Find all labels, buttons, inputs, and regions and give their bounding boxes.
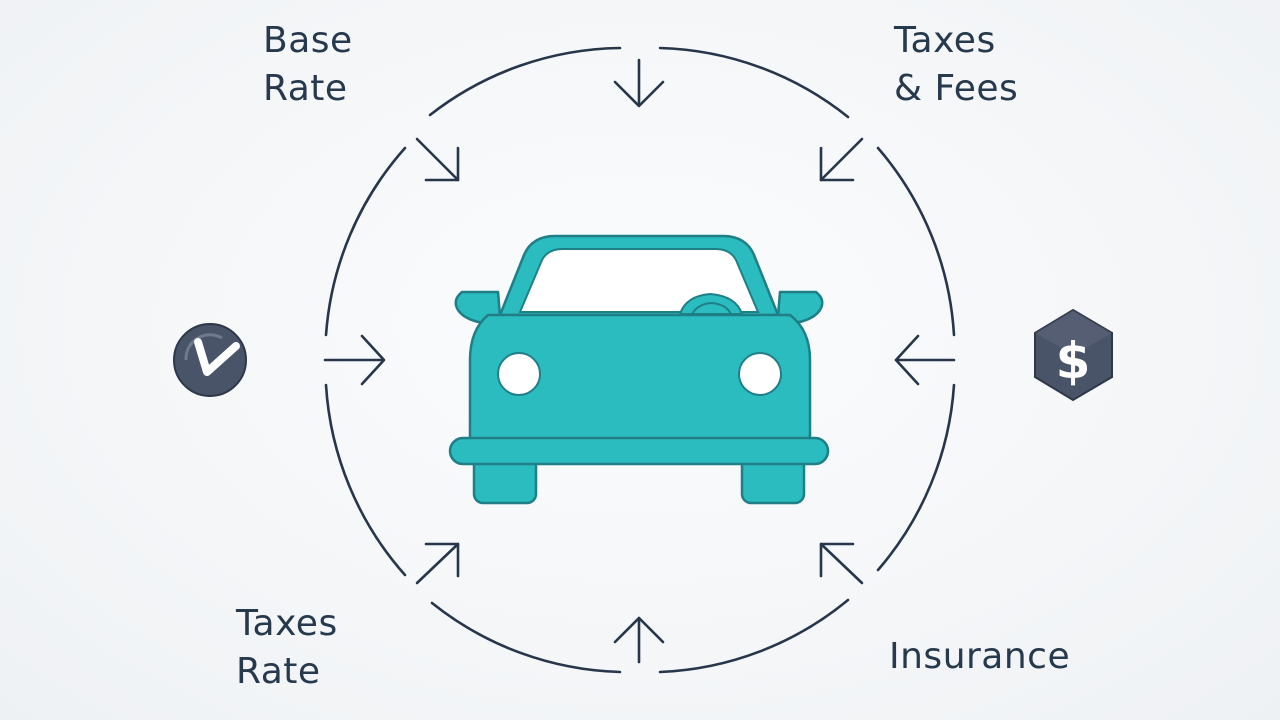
arrow-right bbox=[894, 334, 956, 386]
svg-text:$: $ bbox=[1056, 332, 1091, 390]
clock-check-icon bbox=[173, 323, 247, 397]
label-insurance: Insurance bbox=[889, 633, 1070, 681]
label-taxes-rate-line2: Rate bbox=[236, 651, 321, 692]
arrow-top bbox=[613, 58, 665, 108]
outer-ring bbox=[324, 46, 956, 674]
label-base-rate-line1: Base bbox=[263, 20, 353, 61]
arrow-bottom bbox=[613, 616, 665, 664]
arrow-bottom-left bbox=[415, 542, 460, 585]
label-taxes-rate: Taxes Rate bbox=[236, 600, 338, 696]
label-base-rate-line2: Rate bbox=[263, 68, 348, 109]
arrows bbox=[323, 58, 956, 664]
label-taxes-fees: Taxes & Fees bbox=[894, 17, 1018, 113]
label-taxes-fees-line2: & Fees bbox=[894, 68, 1019, 109]
label-base-rate: Base Rate bbox=[263, 17, 353, 113]
dollar-hexagon-icon: $ bbox=[1034, 308, 1113, 402]
car-icon bbox=[448, 234, 830, 505]
label-taxes-fees-line1: Taxes bbox=[894, 20, 996, 61]
ring-arc-upper-left bbox=[324, 146, 407, 337]
ring-arc-top-right bbox=[658, 46, 850, 119]
ring-arc-lower-left bbox=[324, 383, 407, 577]
arrow-bottom-right bbox=[819, 542, 864, 585]
arrow-top-right bbox=[819, 137, 864, 182]
arrow-top-left bbox=[415, 137, 460, 182]
ring-arc-bottom-right bbox=[658, 598, 850, 674]
ring-arc-bottom-left bbox=[430, 601, 622, 674]
ring-arc-upper-right bbox=[876, 146, 956, 337]
ring-arc-top-left bbox=[428, 46, 622, 117]
arrow-left bbox=[323, 334, 386, 386]
label-insurance-text: Insurance bbox=[889, 636, 1071, 677]
ring-arc-lower-right bbox=[876, 383, 956, 572]
label-taxes-rate-line1: Taxes bbox=[236, 603, 338, 644]
